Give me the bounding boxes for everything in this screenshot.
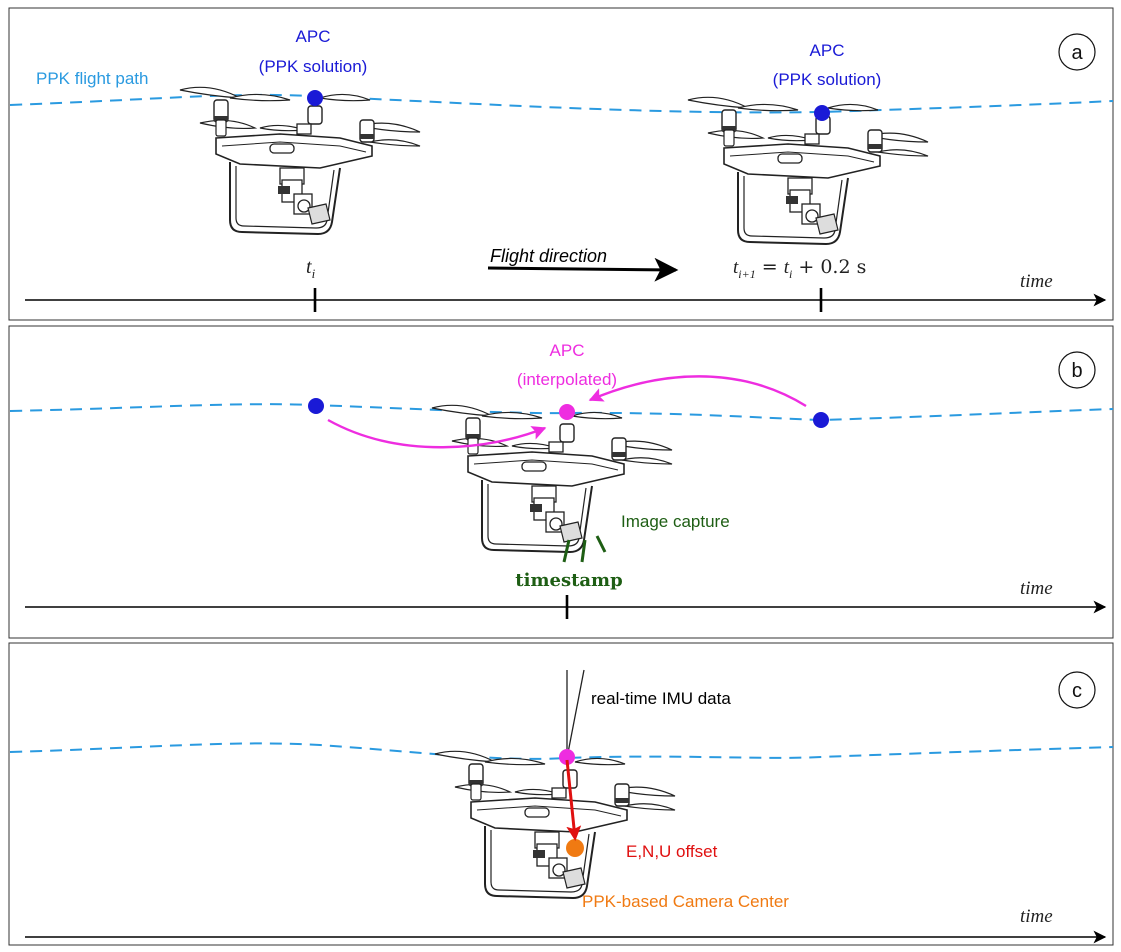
panel-label: c bbox=[1072, 680, 1082, 702]
time-axis-label: time bbox=[1020, 906, 1053, 927]
camera-center-point bbox=[566, 839, 584, 857]
interpolated-apc-point bbox=[559, 404, 575, 420]
apc-sublabel: (PPK solution) bbox=[259, 57, 368, 76]
panel-c-frame bbox=[8, 642, 1114, 946]
drone-icon bbox=[687, 96, 929, 245]
panel-badge bbox=[1058, 33, 1096, 71]
flight-direction-arrow bbox=[487, 257, 679, 282]
apc-point bbox=[814, 105, 830, 121]
drone-icon bbox=[434, 750, 676, 899]
apc-interpolated-label: APC bbox=[550, 341, 585, 360]
time-axis-label: time bbox=[1020, 271, 1053, 292]
apc-point bbox=[308, 398, 324, 414]
panel-label: b bbox=[1071, 360, 1082, 382]
panel-c: real-time IMU data E,N,U offset PPK-base… bbox=[8, 642, 1114, 946]
tick-label: ti+1 = ti + 0.2 s bbox=[733, 256, 866, 281]
drone-icon bbox=[179, 86, 421, 235]
ppk-flight-path bbox=[9, 93, 1114, 114]
panel-b-frame bbox=[8, 325, 1114, 639]
panel-a-frame bbox=[8, 7, 1114, 321]
imu-data-label: real-time IMU data bbox=[591, 689, 731, 708]
apc-point bbox=[307, 90, 323, 106]
camera-center-label: PPK-based Camera Center bbox=[582, 892, 789, 911]
panel-badge bbox=[1058, 671, 1096, 709]
apc-label: APC bbox=[296, 27, 331, 46]
imu-cone bbox=[566, 669, 585, 759]
interpolated-apc-point bbox=[559, 749, 575, 765]
tick-label: ti bbox=[306, 256, 316, 281]
apc-label: APC bbox=[810, 41, 845, 60]
capture-ray bbox=[562, 539, 571, 563]
flight-direction-label: Flight direction bbox=[490, 246, 607, 266]
apc-point bbox=[813, 412, 829, 428]
flight-path-label: PPK flight path bbox=[36, 69, 148, 88]
image-capture-label: Image capture bbox=[621, 512, 730, 531]
panel-a: PPK flight path APC (PPK solution) APC (… bbox=[8, 7, 1114, 321]
timestamp-label: timestamp bbox=[515, 570, 622, 591]
capture-ray bbox=[580, 539, 587, 563]
panel-label: a bbox=[1071, 42, 1083, 64]
time-axis-label: time bbox=[1020, 578, 1053, 599]
panel-badge bbox=[1058, 351, 1096, 389]
offset-label: E,N,U offset bbox=[626, 842, 718, 861]
interpolation-arrow bbox=[327, 418, 547, 449]
offset-vector bbox=[565, 759, 582, 841]
capture-ray bbox=[595, 535, 607, 553]
panel-b: APC (interpolated) b Image capture times… bbox=[8, 325, 1114, 639]
apc-sublabel: (PPK solution) bbox=[773, 70, 882, 89]
apc-interpolated-sublabel: (interpolated) bbox=[517, 370, 617, 389]
interpolation-arrow bbox=[588, 375, 807, 408]
